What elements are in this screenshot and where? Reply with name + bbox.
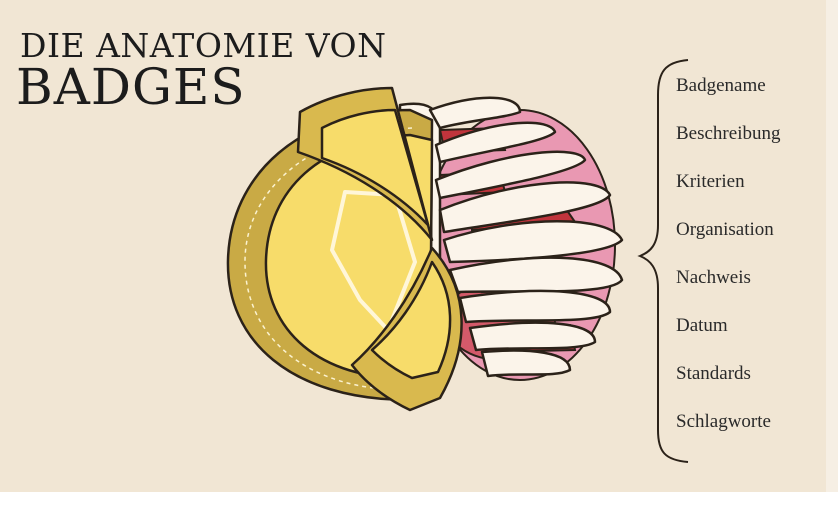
label-nachweis: Nachweis [676,264,836,312]
label-schlagworte: Schlagworte [676,408,836,456]
bottom-edge-strip [0,492,838,505]
badge-cutaway [228,88,462,410]
anatomy-label-list: Badgename Beschreibung Kriterien Organis… [676,72,836,456]
label-beschreibung: Beschreibung [676,120,836,168]
rib-8 [470,323,595,350]
right-edge-strip [826,0,838,505]
rib-7 [460,291,610,322]
label-organisation: Organisation [676,216,836,264]
label-kriterien: Kriterien [676,168,836,216]
label-badgename: Badgename [676,72,836,120]
label-standards: Standards [676,360,836,408]
label-datum: Datum [676,312,836,360]
